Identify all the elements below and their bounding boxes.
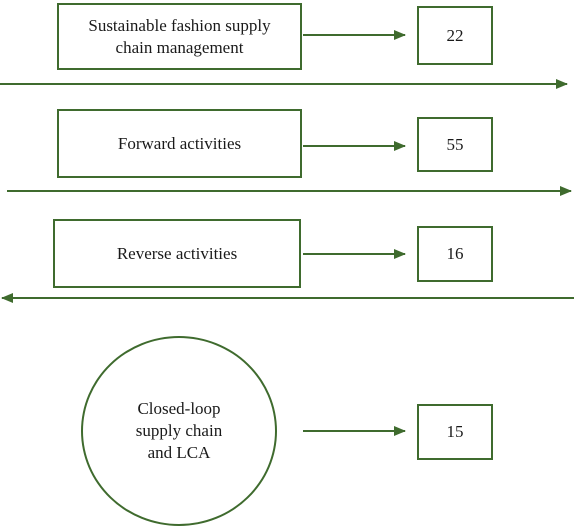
node-closed-loop-lca: Closed-loop supply chain and LCA — [81, 336, 277, 526]
node-sustainable-fashion-scm: Sustainable fashion supply chain managem… — [57, 3, 302, 70]
count-box-4: 15 — [417, 404, 493, 460]
node-label: Closed-loop supply chain and LCA — [136, 398, 222, 464]
count-value: 15 — [446, 422, 464, 441]
node-reverse-activities: Reverse activities — [53, 219, 301, 288]
node-label-line: supply chain — [135, 421, 223, 440]
count-value: 55 — [446, 134, 464, 154]
count-value: 16 — [446, 244, 464, 263]
node-label-line: Sustainable fashion supply — [88, 15, 271, 35]
node-label-line: Closed-loop — [137, 399, 221, 418]
node-label: Sustainable fashion supply chain managem… — [88, 15, 270, 59]
node-label-line: chain management — [115, 37, 244, 57]
node-label-line: Forward activities — [117, 133, 242, 153]
node-forward-activities: Forward activities — [57, 109, 302, 178]
node-label-line: Reverse activities — [116, 243, 238, 263]
count-box-3: 16 — [417, 226, 493, 282]
count-box-2: 55 — [417, 117, 493, 172]
count-box-1: 22 — [417, 6, 493, 65]
count-value: 22 — [446, 25, 464, 45]
node-label-line: and LCA — [147, 443, 211, 462]
